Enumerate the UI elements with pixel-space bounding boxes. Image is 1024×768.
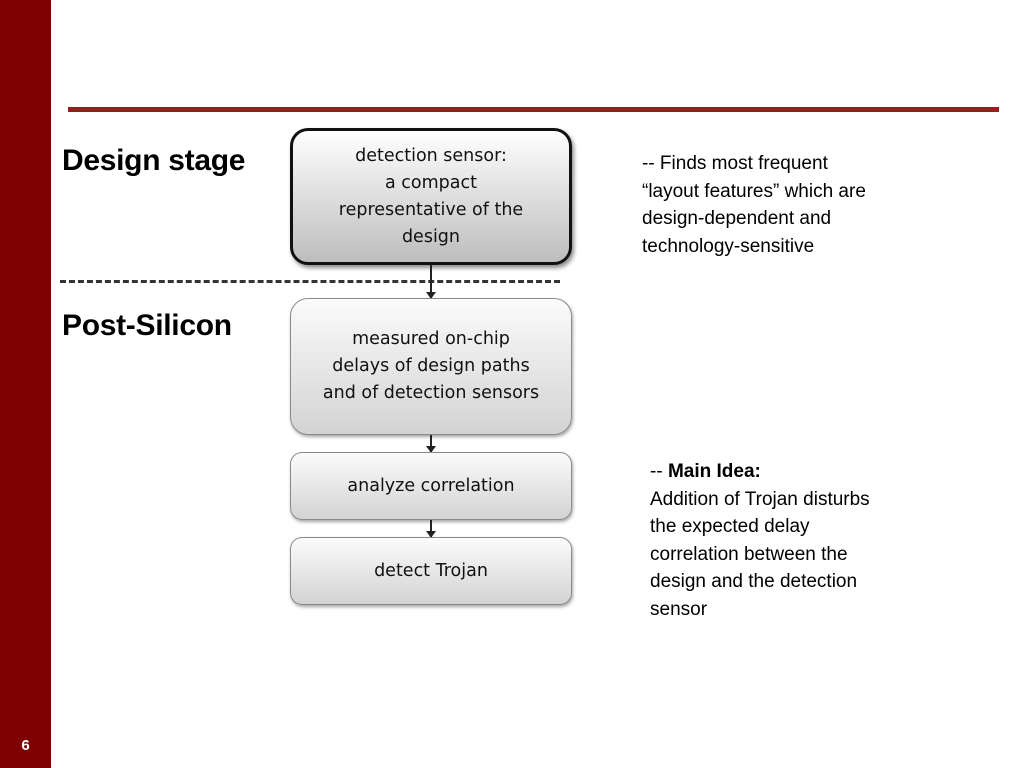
- post-silicon-label: Post-Silicon: [62, 309, 232, 342]
- design-stage-label: Design stage: [62, 144, 246, 177]
- main-idea-heading: Main Idea:: [667, 461, 761, 482]
- detection-sensor-text: detection sensor: a compact representati…: [338, 145, 524, 247]
- arrow-analyze-to-detect: [426, 520, 436, 538]
- measured-delays-box: measured on-chip delays of design paths …: [290, 298, 572, 435]
- main-idea-body: Addition of Trojan disturbs the expected…: [650, 488, 870, 620]
- main-idea-note: -- Main Idea: Addition of Trojan disturb…: [650, 458, 950, 623]
- title-rule: [68, 107, 999, 112]
- stage-divider: [60, 280, 560, 283]
- left-sidebar-bar: 6: [0, 0, 51, 768]
- features-note: -- Finds most frequent “layout features”…: [642, 153, 866, 257]
- detect-trojan-text: detect Trojan: [374, 560, 488, 581]
- analyze-correlation-box: analyze correlation: [290, 452, 572, 520]
- detect-trojan-box: detect Trojan: [290, 537, 572, 605]
- analyze-correlation-text: analyze correlation: [347, 475, 515, 496]
- measured-delays-text: measured on-chip delays of design paths …: [322, 329, 540, 403]
- arrow-sensor-to-measured: [426, 265, 436, 299]
- main-idea-prefix: --: [650, 461, 668, 482]
- arrow-measured-to-analyze: [426, 435, 436, 453]
- slide-number: 6: [21, 737, 30, 754]
- detection-sensor-box: detection sensor: a compact representati…: [290, 128, 572, 265]
